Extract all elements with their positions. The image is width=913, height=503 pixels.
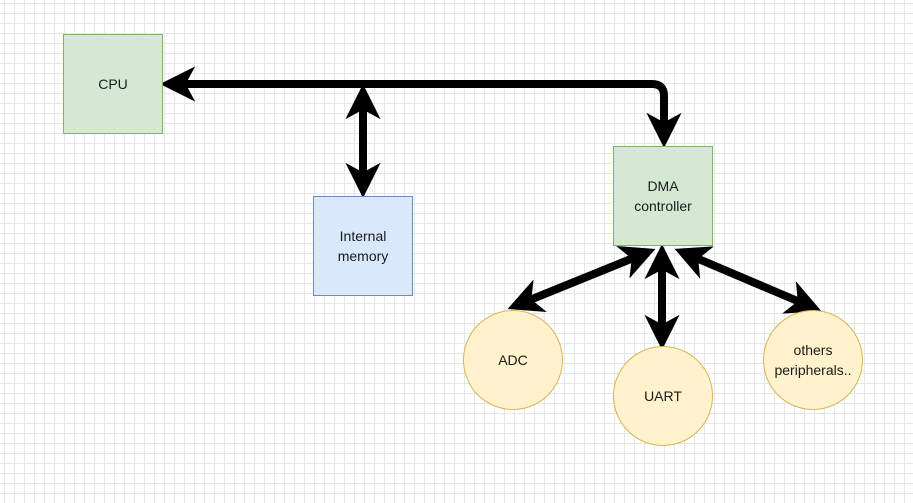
- adc-node[interactable]: ADC: [463, 310, 563, 410]
- cpu-node[interactable]: CPU: [63, 34, 163, 134]
- uart-label: UART: [644, 388, 682, 404]
- dma-adc-arrow: [507, 245, 656, 313]
- internal-memory-node[interactable]: Internal memory: [313, 196, 413, 296]
- uart-node[interactable]: UART: [613, 346, 713, 446]
- dma-controller-node[interactable]: DMA controller: [613, 146, 713, 246]
- dma-others-arrow: [674, 246, 822, 314]
- adc-label: ADC: [498, 352, 528, 368]
- dma-controller-label: DMA controller: [634, 178, 692, 214]
- cpu-label: CPU: [98, 76, 128, 92]
- internal-memory-label: Internal memory: [337, 228, 389, 264]
- other-peripherals-node[interactable]: others peripherals..: [763, 310, 863, 410]
- other-peripherals-label: others peripherals..: [774, 342, 852, 378]
- bus-cpu-dma-arrow: [160, 66, 682, 148]
